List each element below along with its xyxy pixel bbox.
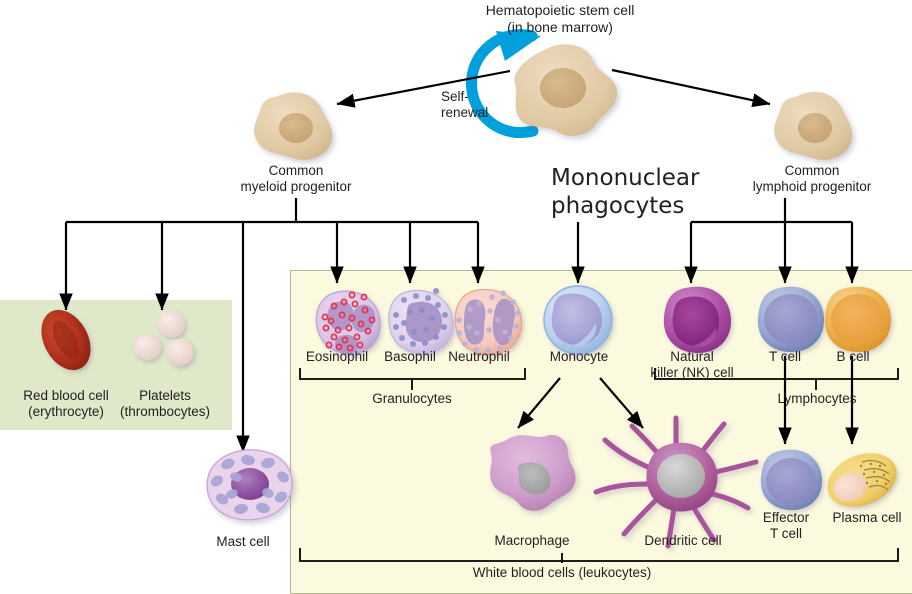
cmp-line2: myeloid progenitor (240, 178, 352, 194)
monocyte-differentiation-arrows (517, 377, 644, 429)
monocyte-label: Monocyte (549, 349, 609, 364)
myeloid-branch-lines (59, 198, 585, 453)
mononuclear-phagocytes-heading: Mononuclear phagocytes (551, 164, 781, 220)
granulocytes-label: Granulocytes (372, 391, 452, 406)
b-cell-label: B cell (836, 349, 870, 364)
eosinophil-label: Eosinophil (305, 349, 369, 364)
dendritic-cell-label: Dendritic cell (644, 533, 722, 548)
macrophage-label: Macrophage (494, 533, 570, 548)
rbc-line1: Red blood cell (23, 388, 109, 403)
lymphocytes-label: Lymphocytes (777, 391, 857, 406)
rbc-line2: (erythrocyte) (28, 403, 104, 419)
lymphocytes-bracket (654, 368, 899, 390)
platelets-figure (132, 310, 194, 366)
effector-t-line2: T cell (769, 525, 802, 541)
t-cell-figure (757, 286, 825, 353)
erythroid-panel (0, 300, 232, 430)
basophil-figure (388, 288, 454, 355)
heading-line2: phagocytes (551, 193, 685, 220)
nk-line1: Natural (670, 349, 714, 364)
granulocytes-bracket (299, 368, 526, 390)
stem-cell-label-line1: Hematopoietic stem cell (485, 2, 635, 18)
macrophage-figure (490, 435, 576, 511)
erythrocyte-figure (41, 309, 91, 371)
dendritic-cell-figure (593, 415, 759, 549)
self-renewal-line1: Self- (441, 89, 469, 104)
self-renewal-label: Self- renewal (441, 89, 519, 121)
stem-cell-label-line2: (in bone marrow) (507, 18, 613, 35)
common-lymphoid-progenitor-label: Common lymphoid progenitor (712, 163, 912, 195)
nk-cell-figure (663, 286, 732, 354)
stem-to-progenitor-arrows (336, 68, 771, 108)
common-lymphoid-progenitor-figure (774, 91, 853, 160)
mast-cell-figure (206, 449, 293, 521)
platelets-line2: (thrombocytes) (119, 403, 211, 419)
common-myeloid-progenitor-label: Common myeloid progenitor (196, 163, 396, 195)
monocyte-figure (543, 285, 613, 355)
t-cell-label: T cell (768, 349, 801, 364)
cmp-line1: Common (268, 163, 324, 178)
self-renewal-arrow (466, 29, 541, 139)
platelets-label: Platelets (thrombocytes) (101, 388, 229, 420)
self-renewal-line2: renewal (441, 104, 489, 120)
platelets-line1: Platelets (139, 388, 191, 403)
effector-t-cell-figure (760, 449, 823, 511)
plasma-cell-figure (827, 453, 897, 507)
lymphoid-branch-lines (684, 198, 859, 284)
leukocytes-caption: White blood cells (leukocytes) (472, 565, 652, 580)
stem-cell-label: Hematopoietic stem cell (in bone marrow) (440, 2, 680, 35)
plasma-cell-label: Plasma cell (832, 510, 902, 525)
effector-t-line1: Effector (762, 510, 810, 525)
common-myeloid-progenitor-figure (254, 92, 333, 160)
erythrocyte-label: Red blood cell (erythrocyte) (2, 388, 130, 420)
heading-line1: Mononuclear (551, 165, 700, 191)
effector-t-cell-label: Effector T cell (744, 510, 828, 542)
nk-line2: killer (NK) cell (650, 364, 734, 380)
eosinophil-figure (315, 290, 381, 355)
neutrophil-label: Neutrophil (448, 349, 510, 364)
clp-line1: Common (784, 163, 840, 178)
b-cell-figure (824, 286, 892, 353)
lymphocyte-effector-arrows (778, 356, 859, 445)
clp-line2: lymphoid progenitor (752, 178, 872, 194)
nk-cell-label: Natural killer (NK) cell (638, 349, 746, 381)
hematopoietic-stem-cell-figure (514, 44, 618, 136)
leukocytes-bracket (299, 548, 899, 563)
basophil-label: Basophil (384, 349, 436, 364)
mast-cell-label: Mast cell (216, 534, 270, 549)
neutrophil-figure (454, 288, 523, 356)
